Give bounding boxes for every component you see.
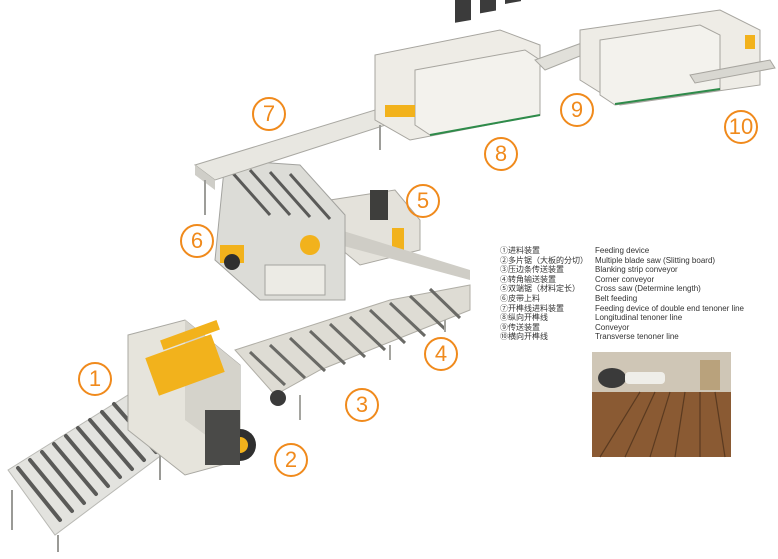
- legend-cn: ⑦开榫线进料装置: [500, 303, 564, 313]
- longitudinal-tenoner-line: [374, 0, 541, 141]
- flooring-photo: [592, 352, 731, 458]
- legend-en: Multiple blade saw (Slitting board): [595, 255, 716, 265]
- callout-8: 8: [484, 137, 518, 171]
- legend-row: ③压边条传送装置 Blanking strip conveyor: [500, 265, 770, 275]
- legend-row: ⑧纵向开榫线 Longitudinal tenoner line: [500, 313, 770, 323]
- multiple-blade-saw: [127, 319, 256, 476]
- legend-cn: ⑩横向开榫线: [500, 332, 548, 342]
- legend-en: Belt feeding: [595, 293, 638, 303]
- callout-3: 3: [345, 388, 379, 422]
- legend-en: Longitudinal tenoner line: [595, 313, 683, 323]
- legend-en: Corner conveyor: [595, 274, 655, 284]
- legend-row: ⑤双端锯（材料定长） Cross saw (Determine length): [500, 284, 770, 294]
- blanking-conveyor: [234, 284, 471, 420]
- legend-en: Feeding device of double end tenoner lin…: [595, 303, 744, 313]
- callout-6: 6: [180, 224, 214, 258]
- callout-4: 4: [424, 337, 458, 371]
- legend-row: ⑦开榫线进料装置 Feeding device of double end ten…: [500, 304, 770, 314]
- cross-saw: [329, 189, 470, 280]
- callout-5: 5: [406, 184, 440, 218]
- legend-en: Transverse tenoner line: [595, 332, 679, 342]
- legend-cn: ①进料装置: [500, 246, 540, 255]
- legend-cn: ⑥皮带上料: [500, 293, 540, 303]
- tenoner-feeding-conveyor: [193, 109, 397, 215]
- legend-row: ④转角输送装置 Corner conveyor: [500, 275, 770, 285]
- legend-row: ②多片锯（大板的分切） Multiple blade saw (Slitting …: [500, 256, 770, 266]
- legend-row: ⑥皮带上料 Belt feeding: [500, 294, 770, 304]
- callout-2: 2: [274, 443, 308, 477]
- legend-row: ①进料装置 Feeding device: [500, 246, 770, 256]
- legend-en: Blanking strip conveyor: [595, 265, 678, 275]
- belt-feeding: [214, 159, 346, 301]
- legend-row: ⑩横向开榫线 Transverse tenoner line: [500, 332, 770, 342]
- callout-1: 1: [78, 362, 112, 396]
- legend-cn: ②多片锯（大板的分切）: [500, 255, 588, 265]
- legend-cn: ④转角输送装置: [500, 274, 556, 284]
- legend-en: Cross saw (Determine length): [595, 284, 701, 294]
- transverse-tenoner-line: [579, 9, 776, 106]
- callout-7: 7: [252, 97, 286, 131]
- legend-cn: ⑧纵向开榫线: [500, 313, 548, 323]
- callout-10: 10: [724, 110, 758, 144]
- legend-en: Conveyor: [595, 322, 630, 332]
- legend-cn: ③压边条传送装置: [500, 265, 564, 275]
- legend-cn: ⑨传送装置: [500, 322, 540, 332]
- callout-9: 9: [560, 93, 594, 127]
- legend-row: ⑨传送装置 Conveyor: [500, 323, 770, 333]
- legend-en: Feeding device: [595, 246, 650, 255]
- legend-cn: ⑤双端锯（材料定长）: [500, 284, 580, 294]
- legend: ①进料装置 Feeding device ②多片锯（大板的分切） Multiple …: [500, 246, 770, 342]
